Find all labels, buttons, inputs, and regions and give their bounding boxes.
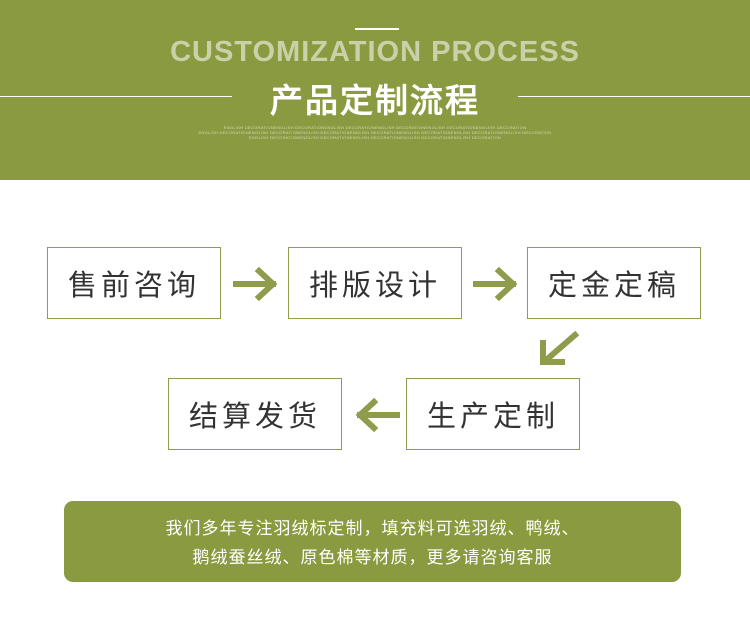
note-line-2: 鹅绒蚕丝绒、原色棉等材质，更多请咨询客服 <box>192 548 553 568</box>
step-production: 生产定制 <box>406 378 580 450</box>
step-label: 排版设计 <box>308 268 441 302</box>
material-note-box: 我们多年专注羽绒标定制，填充料可选羽绒、鸭绒、 鹅绒蚕丝绒、原色棉等材质，更多请… <box>64 501 681 582</box>
step-deposit-finalize: 定金定稿 <box>527 247 701 319</box>
title-chinese: 产品定制流程 <box>270 81 480 120</box>
decorative-fine-text: ENGLISH DECORATIONENGLISH DECORATIONENGL… <box>248 135 502 140</box>
step-presale-consult: 售前咨询 <box>47 247 221 319</box>
step-label: 定金定稿 <box>547 268 680 302</box>
step-label: 生产定制 <box>426 399 559 433</box>
arrow-left-icon <box>355 398 400 432</box>
title-right-rule <box>518 96 750 97</box>
step-settle-ship: 结算发货 <box>168 378 342 450</box>
arrow-right-icon <box>473 267 518 301</box>
title-left-rule <box>0 96 232 97</box>
step-layout-design: 排版设计 <box>288 247 462 319</box>
header-top-line <box>355 28 399 30</box>
arrow-down-left-icon <box>540 331 579 366</box>
decorative-fine-text: ENGLISH DECORATIONENGLISH DECORATIONENGL… <box>198 130 552 135</box>
arrow-right-icon <box>233 267 278 301</box>
step-label: 售前咨询 <box>67 268 200 302</box>
step-label: 结算发货 <box>188 399 321 433</box>
decorative-fine-text: ENGLISH DECORATIONENGLISH DECORATIONENGL… <box>223 125 527 130</box>
note-line-1: 我们多年专注羽绒标定制，填充料可选羽绒、鸭绒、 <box>165 519 580 539</box>
title-english: CUSTOMIZATION PROCESS <box>170 36 580 68</box>
header-banner: CUSTOMIZATION PROCESS 产品定制流程 ENGLISH DEC… <box>0 0 750 180</box>
